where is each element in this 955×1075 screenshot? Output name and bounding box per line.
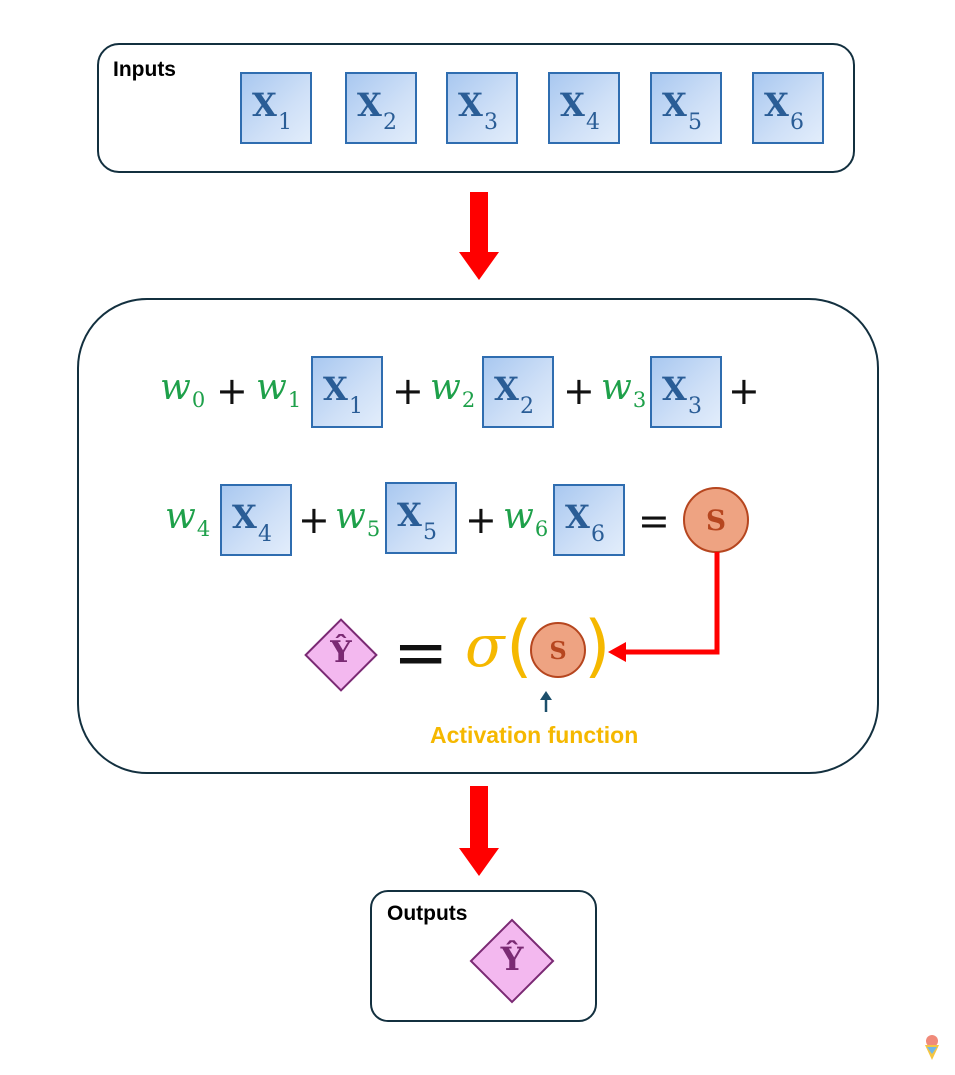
input-subscript: 5 xyxy=(688,110,702,135)
input-subscript: 1 xyxy=(349,394,363,419)
input-x2: X 2 xyxy=(345,72,417,144)
plus-sign: + xyxy=(465,498,497,542)
weight-letter: w xyxy=(335,496,366,537)
weight-subscript: 6 xyxy=(534,517,549,541)
outputs-panel: Outputs Ŷ xyxy=(370,890,597,1022)
weight-letter: w xyxy=(165,496,196,537)
equals-sign: = xyxy=(393,614,449,691)
term-x5: X 5 xyxy=(385,482,457,554)
input-x5: X 5 xyxy=(650,72,722,144)
arrow-down-icon xyxy=(459,192,499,280)
input-subscript: 5 xyxy=(423,520,437,545)
equals-sign: = xyxy=(638,499,670,543)
input-letter: X xyxy=(662,370,687,408)
activation-sum-node: S xyxy=(530,622,586,678)
plus-sign: + xyxy=(392,369,424,413)
weight-w5: w5 xyxy=(335,496,380,541)
weight-w3: w3 xyxy=(601,367,646,412)
outputs-title: Outputs xyxy=(387,902,468,925)
weight-subscript: 1 xyxy=(287,388,302,412)
input-subscript: 4 xyxy=(258,522,272,547)
input-letter: X xyxy=(565,498,590,536)
weight-w4: w4 xyxy=(165,496,210,541)
output-symbol: Ŷ xyxy=(500,940,524,978)
term-x6: X 6 xyxy=(553,484,625,556)
input-letter: X xyxy=(764,86,789,124)
open-paren: ( xyxy=(506,607,533,686)
input-letter: X xyxy=(357,86,382,124)
term-x1: X 1 xyxy=(311,356,383,428)
logo-icon xyxy=(925,1035,939,1060)
arrow-up-icon xyxy=(540,691,552,712)
output-symbol: Ŷ xyxy=(330,635,352,670)
term-x3: X 3 xyxy=(650,356,722,428)
input-letter: X xyxy=(662,86,687,124)
weight-letter: w xyxy=(503,496,534,537)
weight-subscript: 5 xyxy=(366,517,381,541)
sigma-symbol: σ xyxy=(465,612,505,680)
weight-subscript: 0 xyxy=(191,388,206,412)
plus-sign: + xyxy=(563,369,595,413)
weight-subscript: 4 xyxy=(196,517,211,541)
weight-subscript: 2 xyxy=(461,388,476,412)
connector-arrow-icon xyxy=(608,552,720,662)
inputs-panel: Inputs X 1 X 2 X 3 X 4 X 5 X 6 xyxy=(97,43,855,173)
input-letter: X xyxy=(323,370,348,408)
sum-node: S xyxy=(683,487,749,553)
weight-w1: w1 xyxy=(256,367,301,412)
input-subscript: 4 xyxy=(586,110,600,135)
term-x4: X 4 xyxy=(220,484,292,556)
close-paren: ) xyxy=(584,607,611,686)
term-x2: X 2 xyxy=(482,356,554,428)
input-x1: X 1 xyxy=(240,72,312,144)
input-letter: X xyxy=(494,370,519,408)
input-subscript: 3 xyxy=(484,110,498,135)
input-letter: X xyxy=(232,498,257,536)
input-x3: X 3 xyxy=(446,72,518,144)
input-letter: X xyxy=(560,86,585,124)
weight-w6: w6 xyxy=(503,496,548,541)
weight-letter: w xyxy=(430,367,461,408)
input-subscript: 6 xyxy=(591,522,605,547)
input-x4: X 4 xyxy=(548,72,620,144)
input-subscript: 1 xyxy=(278,110,292,135)
input-letter: X xyxy=(397,496,422,534)
plus-sign: + xyxy=(298,498,330,542)
input-subscript: 3 xyxy=(688,394,702,419)
activation-label: Activation function xyxy=(430,722,639,748)
weight-letter: w xyxy=(256,367,287,408)
weight-w0: w0 xyxy=(160,367,205,412)
input-x6: X 6 xyxy=(752,72,824,144)
input-letter: X xyxy=(252,86,277,124)
input-subscript: 2 xyxy=(383,110,397,135)
weight-w2: w2 xyxy=(430,367,475,412)
computation-panel xyxy=(77,298,879,774)
sum-symbol: S xyxy=(549,635,567,665)
arrow-down-icon xyxy=(459,786,499,876)
weight-subscript: 3 xyxy=(632,388,647,412)
inputs-title: Inputs xyxy=(113,58,176,81)
plus-sign: + xyxy=(216,369,248,413)
plus-sign: + xyxy=(728,369,760,413)
sum-symbol: S xyxy=(705,503,727,537)
input-subscript: 2 xyxy=(520,394,534,419)
weight-letter: w xyxy=(160,367,191,408)
input-letter: X xyxy=(458,86,483,124)
output-node: Ŷ xyxy=(469,918,555,1004)
output-node: Ŷ xyxy=(303,617,379,693)
weight-letter: w xyxy=(601,367,632,408)
input-subscript: 6 xyxy=(790,110,804,135)
